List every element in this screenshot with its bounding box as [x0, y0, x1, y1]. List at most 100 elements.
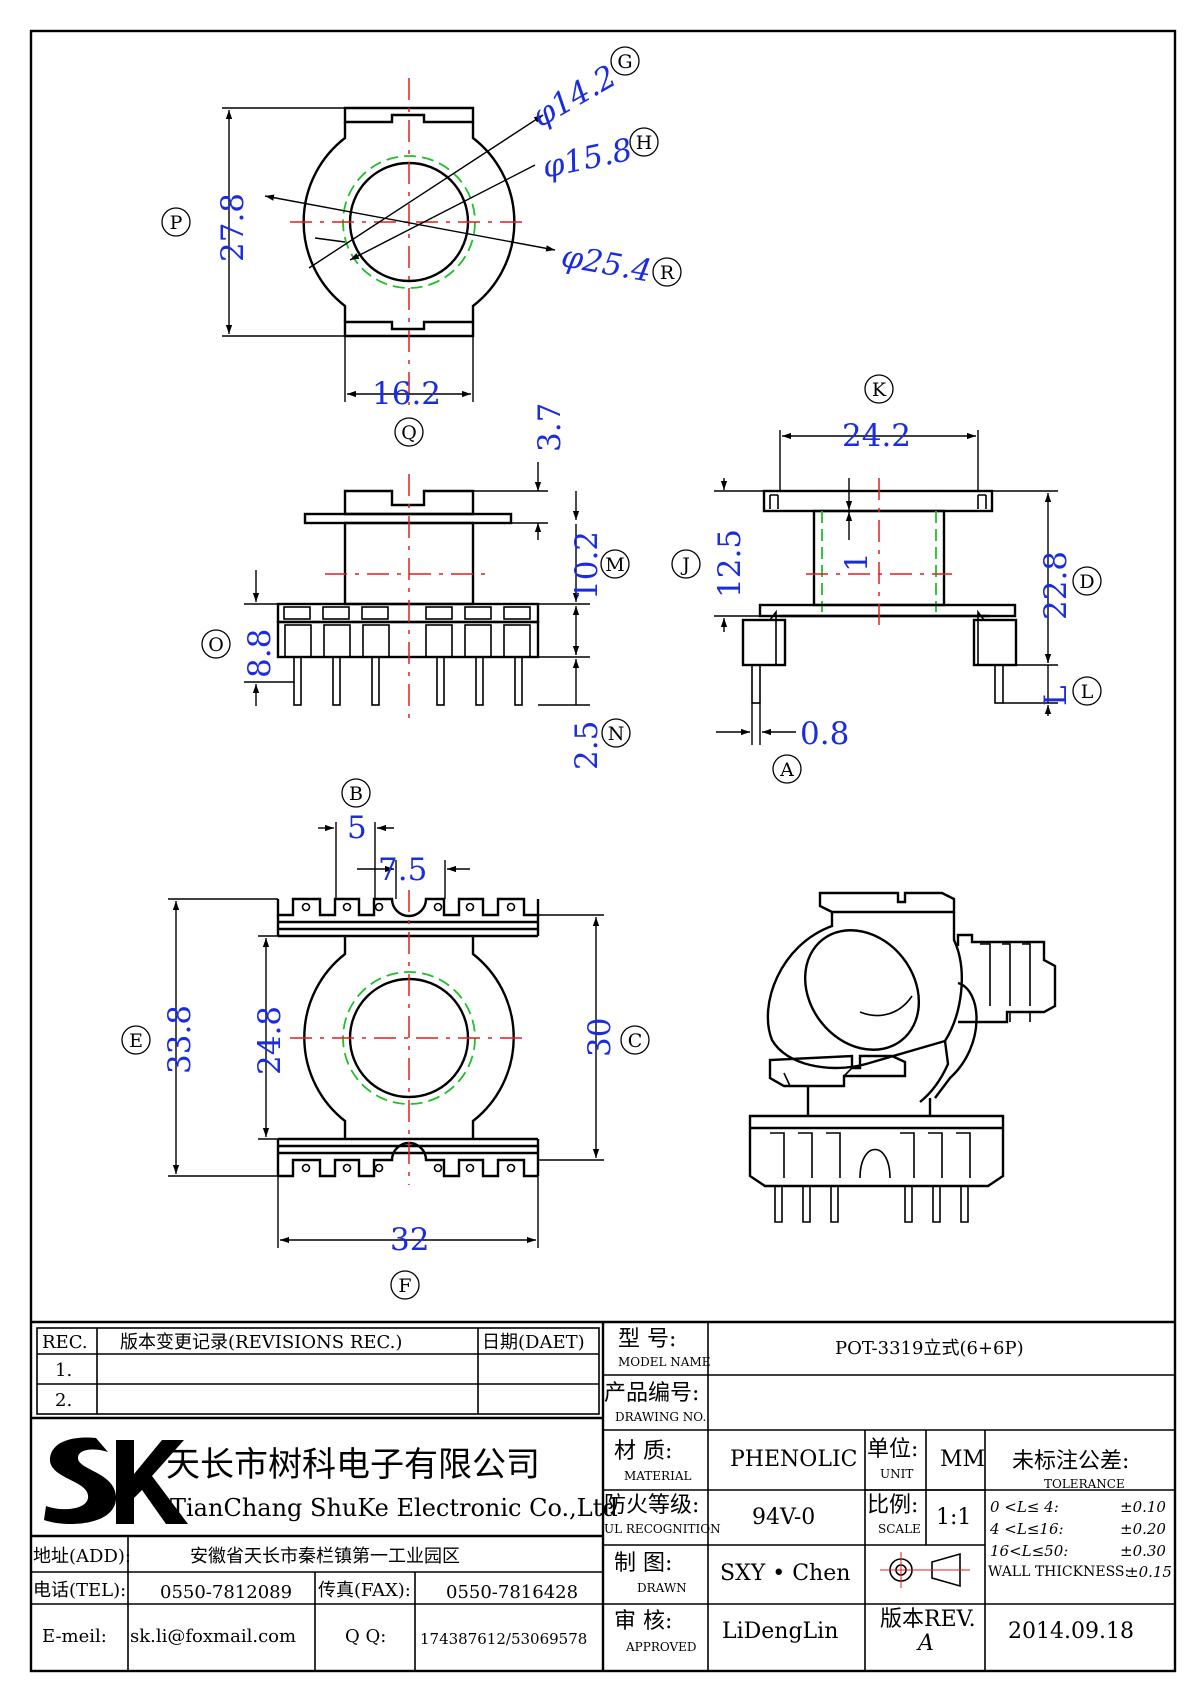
svg-text:SK: SK: [0, 0, 2, 1]
svg-text:K: K: [872, 379, 887, 401]
tolerance-title: 未标注公差:: [1012, 1449, 1129, 1474]
tolerance-range-2: 4 <L≤16:: [989, 1520, 1064, 1538]
model-label-en: MODEL NAME: [618, 1355, 711, 1369]
drawn-value: SXY • Chen: [720, 1561, 850, 1586]
callout-n: N: [601, 718, 631, 748]
fax-label: 传真(FAX):: [318, 1580, 411, 1601]
model-value: POT-3319立式(6+6P): [835, 1338, 1024, 1359]
tel-value: 0550-7812089: [160, 1582, 292, 1603]
unit-label-en: UNIT: [880, 1467, 913, 1481]
dim-12-5: 12.5: [712, 529, 748, 598]
model-label: 型 号:: [618, 1327, 676, 1352]
approved-label-en: APPROVED: [625, 1640, 697, 1654]
dim-30: 30: [582, 1018, 618, 1057]
dim-5: 5: [347, 810, 367, 846]
svg-text:H: H: [636, 132, 653, 154]
dim-24-2: 24.2: [842, 418, 911, 454]
svg-text:G: G: [617, 51, 632, 73]
front-pins: [293, 656, 523, 706]
unit-label: 单位:: [867, 1437, 918, 1462]
tolerance-value-2: ±0.20: [1120, 1520, 1166, 1538]
fax-value: 0550-7816428: [446, 1582, 578, 1603]
front-view: 3.7 10.2 2.5 8.8 M O N: [201, 403, 631, 770]
dim-0-8: 0.8: [800, 716, 849, 752]
callout-d: D: [1072, 566, 1102, 596]
addr-value: 安徽省天长市秦栏镇第一工业园区: [190, 1546, 460, 1567]
callout-q: Q: [394, 417, 424, 447]
dim-33-8: 33.8: [162, 1005, 198, 1074]
email-label: E-meil:: [42, 1626, 107, 1647]
scale-label: 比例:: [867, 1493, 918, 1518]
svg-text:C: C: [628, 1030, 643, 1052]
dim-22-8: 22.8: [1038, 551, 1074, 620]
pin-holes: [301, 902, 516, 1173]
svg-text:J: J: [680, 554, 690, 576]
dim-16-2: 16.2: [372, 376, 441, 412]
qq-value: 174387612/53069578: [420, 1630, 587, 1648]
callout-m: M: [600, 549, 630, 579]
tolerance-range-3: 16<L≤50:: [990, 1542, 1068, 1560]
rev-row-1: 1.: [55, 1360, 72, 1381]
svg-text:E: E: [129, 1030, 143, 1052]
tolerance-subtitle: TOLERANCE: [1044, 1477, 1125, 1491]
svg-text:N: N: [608, 723, 625, 745]
side-view: 24.2 12.5 1 22.8 L 0.8 K J D L A: [671, 374, 1102, 784]
title-block: REC. 版本变更记录(REVISIONS REC.) 日期(DAET) 1. …: [0, 0, 1175, 1671]
dim-phi-14-2: φ14.2: [526, 58, 623, 135]
dim-7-5: 7.5: [378, 852, 427, 888]
rev-desc-header: 版本变更记录(REVISIONS REC.): [120, 1332, 402, 1353]
svg-text:F: F: [398, 1275, 411, 1297]
callout-b: B: [341, 778, 371, 808]
company-name-en: TianChang ShuKe Electronic Co.,Ltd: [170, 1494, 618, 1522]
isometric-view: [748, 891, 1057, 1223]
tel-label: 电话(TEL):: [33, 1580, 126, 1601]
wall-thickness-value: ±0.15: [1126, 1563, 1172, 1581]
dim-phi-25-4: φ25.4: [559, 238, 655, 289]
rev-row-2: 2.: [55, 1390, 72, 1411]
dim-27-8: 27.8: [215, 193, 251, 262]
callout-p: P: [161, 207, 191, 237]
dim-3-7: 3.7: [532, 403, 568, 452]
unit-value: MM: [940, 1447, 985, 1472]
approved-value: LiDengLin: [722, 1619, 838, 1644]
ul-label-en: UL RECOGNITION: [604, 1522, 721, 1536]
material-label: 材 质:: [614, 1439, 672, 1464]
callout-h: H: [629, 127, 659, 157]
dim-8-8: 8.8: [242, 629, 278, 678]
svg-text:R: R: [660, 262, 675, 284]
material-label-en: MATERIAL: [624, 1469, 692, 1483]
drawn-label-en: DRAWN: [637, 1581, 687, 1595]
addr-label: 地址(ADD):: [33, 1546, 131, 1567]
svg-text:L: L: [1081, 681, 1094, 703]
scale-label-en: SCALE: [878, 1522, 921, 1536]
iso-pins: [774, 1186, 969, 1223]
iso-bottom-slots: [770, 1132, 971, 1179]
company-logo: SK: [0, 0, 188, 1525]
rev-rec-header: REC.: [42, 1332, 88, 1353]
svg-text:P: P: [170, 212, 183, 234]
dim-2-5: 2.5: [569, 721, 605, 770]
callout-j: J: [671, 549, 701, 579]
qq-label: Q Q:: [345, 1626, 386, 1647]
svg-text:O: O: [208, 634, 224, 656]
wall-thickness-label: WALL THICKNESS:: [988, 1564, 1129, 1580]
drawn-label: 制 图:: [614, 1551, 672, 1576]
rev-label: 版本REV.: [880, 1607, 976, 1632]
tolerance-range-1: 0 <L≤ 4:: [990, 1498, 1059, 1516]
svg-text:Q: Q: [401, 422, 417, 444]
front-pin-slots: [283, 606, 531, 658]
callout-e: E: [121, 1025, 151, 1055]
svg-text:D: D: [1079, 571, 1094, 593]
callout-f: F: [390, 1270, 420, 1300]
svg-text:M: M: [605, 554, 624, 576]
bottom-view: 5 7.5 33.8 24.8 30 32 B E C F: [121, 778, 650, 1300]
dim-32: 32: [390, 1222, 429, 1258]
callout-c: C: [620, 1025, 650, 1055]
top-view: φ14.2 φ15.8 φ25.4 27.8 16.2 G H R P Q: [161, 46, 682, 447]
callout-g: G: [610, 46, 640, 76]
rev-date-header: 日期(DAET): [482, 1332, 585, 1353]
svg-text:A: A: [779, 759, 794, 781]
tolerance-value-1: ±0.10: [1120, 1498, 1166, 1516]
drawing-no-label: 产品编号:: [604, 1381, 699, 1406]
